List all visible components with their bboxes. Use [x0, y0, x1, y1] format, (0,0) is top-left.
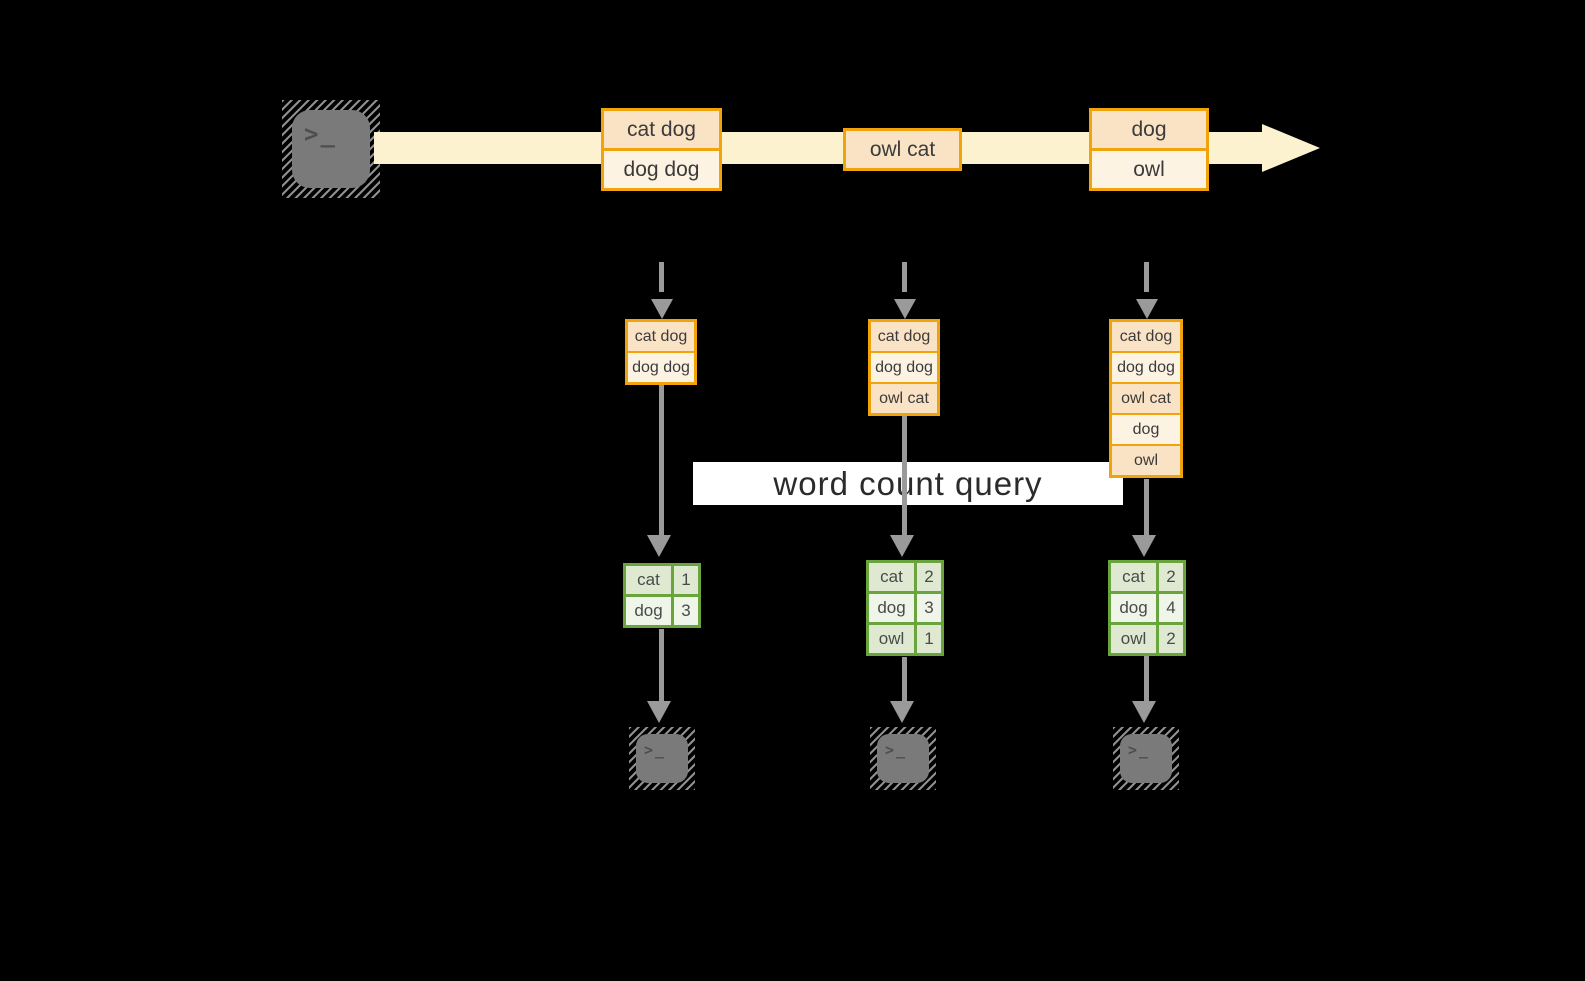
flow-arrow — [1144, 655, 1149, 701]
dashed-arrow — [659, 262, 664, 292]
word-count-query-label: word count query — [693, 462, 1123, 505]
dashed-arrow — [902, 262, 907, 292]
stream-record-cell: owl — [1092, 148, 1206, 188]
dashed-arrowhead-icon — [894, 299, 916, 319]
word-cell: owl — [1111, 625, 1156, 653]
table-row: owl 1 — [869, 625, 941, 653]
flow-arrow — [902, 657, 907, 701]
flow-arrowhead-icon — [647, 701, 671, 723]
count-cell: 3 — [674, 597, 698, 625]
count-cell: 3 — [917, 594, 941, 622]
terminal-prompt-icon: >_ — [304, 120, 337, 148]
terminal-prompt-icon: >_ — [644, 741, 667, 759]
buffer-stack: cat dog dog dog owl cat — [868, 319, 940, 416]
count-table: cat 1 dog 3 — [623, 563, 701, 628]
word-cell: owl — [869, 625, 914, 653]
buffer-cell: dog dog — [871, 351, 937, 382]
count-cell: 1 — [674, 566, 698, 594]
source-terminal-icon: >_ — [282, 100, 380, 198]
buffer-cell: dog — [1112, 413, 1180, 444]
buffer-cell: owl cat — [1112, 382, 1180, 413]
stream-record-cell: owl cat — [846, 131, 959, 168]
table-row: dog 4 — [1111, 594, 1183, 622]
buffer-cell: dog dog — [628, 351, 694, 382]
count-table: cat 2 dog 4 owl 2 — [1108, 560, 1186, 656]
word-cell: cat — [626, 566, 671, 594]
buffer-cell: owl cat — [871, 382, 937, 413]
dashed-arrow — [1144, 262, 1149, 292]
word-cell: dog — [626, 597, 671, 625]
sink-terminal-icon: >_ — [1113, 727, 1179, 790]
count-table: cat 2 dog 3 owl 1 — [866, 560, 944, 656]
table-row: cat 2 — [1111, 563, 1183, 591]
stream-record-cell: cat dog — [604, 111, 719, 148]
buffer-cell: cat dog — [628, 322, 694, 351]
table-row: cat 1 — [626, 566, 698, 594]
dashed-arrowhead-icon — [1136, 299, 1158, 319]
buffer-cell: owl — [1112, 444, 1180, 475]
stream-record-cell: dog — [1092, 111, 1206, 148]
count-cell: 4 — [1159, 594, 1183, 622]
terminal-prompt-icon: >_ — [1128, 741, 1151, 759]
sink-terminal-icon: >_ — [629, 727, 695, 790]
stream-record-box: cat dog dog dog — [601, 108, 722, 191]
dashed-arrowhead-icon — [651, 299, 673, 319]
buffer-cell: cat dog — [871, 322, 937, 351]
stream-record-box: dog owl — [1089, 108, 1209, 191]
stream-record-cell: dog dog — [604, 148, 719, 188]
table-row: dog 3 — [626, 597, 698, 625]
buffer-stack: cat dog dog dog owl cat dog owl — [1109, 319, 1183, 478]
flow-arrowhead-icon — [890, 701, 914, 723]
terminal-prompt-icon: >_ — [885, 741, 908, 759]
word-cell: dog — [1111, 594, 1156, 622]
flow-arrowhead-icon — [1132, 535, 1156, 557]
flow-arrowhead-icon — [1132, 701, 1156, 723]
flow-arrowhead-icon — [647, 535, 671, 557]
count-cell: 2 — [1159, 563, 1183, 591]
flow-arrow — [659, 629, 664, 701]
flow-arrow — [1144, 479, 1149, 535]
count-cell: 1 — [917, 625, 941, 653]
table-row: cat 2 — [869, 563, 941, 591]
sink-terminal-icon: >_ — [870, 727, 936, 790]
word-cell: cat — [1111, 563, 1156, 591]
flow-arrow — [902, 415, 907, 535]
count-cell: 2 — [917, 563, 941, 591]
word-cell: cat — [869, 563, 914, 591]
buffer-cell: dog dog — [1112, 351, 1180, 382]
table-row: owl 2 — [1111, 625, 1183, 653]
buffer-stack: cat dog dog dog — [625, 319, 697, 385]
table-row: dog 3 — [869, 594, 941, 622]
count-cell: 2 — [1159, 625, 1183, 653]
word-cell: dog — [869, 594, 914, 622]
flow-arrowhead-icon — [890, 535, 914, 557]
buffer-cell: cat dog — [1112, 322, 1180, 351]
flow-arrow — [659, 383, 664, 535]
stream-arrowhead-icon — [1262, 124, 1320, 172]
stream-record-box: owl cat — [843, 128, 962, 171]
